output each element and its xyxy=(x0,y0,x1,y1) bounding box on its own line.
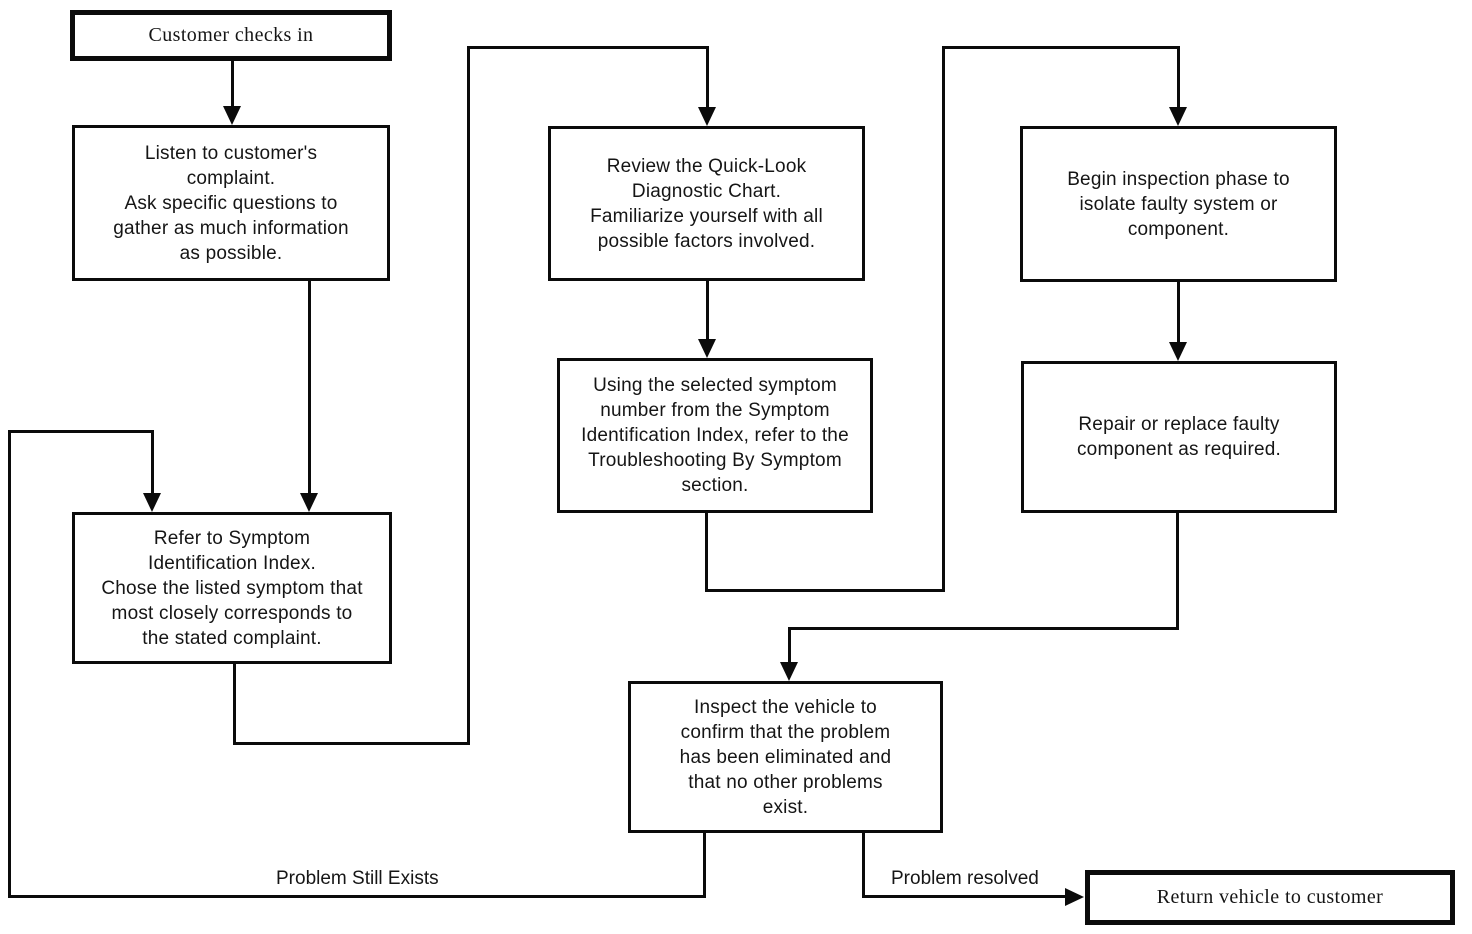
node-customer-checks-in: Customer checks in xyxy=(70,10,392,61)
connector-checkin-to-listen xyxy=(231,61,234,109)
connector-loop-into-refer xyxy=(151,430,154,496)
edge-label-problem-still-exists: Problem Still Exists xyxy=(273,868,442,890)
connector-resolved-right xyxy=(862,895,1067,898)
connector-refer-out-up xyxy=(467,46,470,745)
node-refer-symptom-index: Refer to Symptom Identification Index. C… xyxy=(72,512,392,664)
node-using-symptom-number: Using the selected symptom number from t… xyxy=(557,358,873,513)
arrowhead-checkin-to-listen xyxy=(223,106,241,125)
connector-listen-to-refer xyxy=(308,281,311,496)
connector-loop-left xyxy=(8,895,706,898)
connector-refer-out-down xyxy=(233,664,236,745)
node-return-vehicle: Return vehicle to customer xyxy=(1085,870,1455,925)
connector-using-out-right xyxy=(705,589,945,592)
arrowhead-listen-to-refer xyxy=(300,493,318,512)
connector-loop-right xyxy=(8,430,154,433)
arrowhead-loop-to-refer xyxy=(143,493,161,512)
arrowhead-resolved-to-return xyxy=(1065,888,1084,906)
connector-loop-down xyxy=(703,833,706,898)
connector-loop-up xyxy=(8,430,11,898)
connector-using-top-right xyxy=(942,46,1180,49)
node-begin-inspection: Begin inspection phase to isolate faulty… xyxy=(1020,126,1337,282)
edge-label-problem-resolved: Problem resolved xyxy=(888,868,1042,890)
connector-begin-to-repair xyxy=(1177,282,1180,344)
connector-refer-top-right xyxy=(467,46,709,49)
arrowhead-refer-to-review xyxy=(698,107,716,126)
arrowhead-begin-to-repair xyxy=(1169,342,1187,361)
connector-using-out-down xyxy=(705,513,708,592)
connector-refer-out-right xyxy=(233,742,470,745)
connector-resolved-down xyxy=(862,833,865,898)
connector-review-to-using xyxy=(706,281,709,341)
connector-using-out-up xyxy=(942,46,945,592)
connector-repair-out-left xyxy=(788,627,1179,630)
connector-repair-out-down xyxy=(1176,513,1179,630)
node-review-chart: Review the Quick-Look Diagnostic Chart. … xyxy=(548,126,865,281)
node-listen-complaint: Listen to customer's complaint. Ask spec… xyxy=(72,125,390,281)
arrowhead-using-to-begin xyxy=(1169,107,1187,126)
connector-using-into-begin xyxy=(1177,46,1180,109)
node-repair-replace: Repair or replace faulty component as re… xyxy=(1021,361,1337,513)
node-inspect-vehicle: Inspect the vehicle to confirm that the … xyxy=(628,681,943,833)
arrowhead-repair-to-inspect xyxy=(780,662,798,681)
connector-refer-into-review xyxy=(706,46,709,109)
arrowhead-review-to-using xyxy=(698,339,716,358)
connector-repair-into-inspect xyxy=(788,627,791,665)
